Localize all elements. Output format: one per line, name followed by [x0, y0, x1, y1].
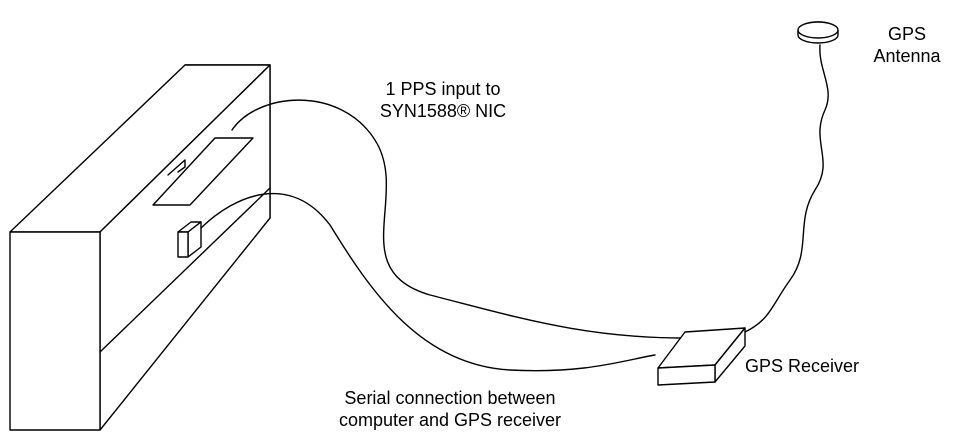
serial-label-line2: computer and GPS receiver: [338, 410, 562, 430]
pps-label-line2: SYN1588® NIC: [379, 101, 507, 121]
antenna-label-line2: Antenna: [873, 46, 941, 66]
gps-antenna-puck: [797, 21, 839, 44]
serial-label-line1: Serial connection between: [344, 388, 556, 408]
computer-panel-seam: [99, 187, 271, 353]
serial-connector-front: [177, 231, 189, 258]
gps-receiver-label: GPS Receiver: [745, 355, 915, 377]
serial-cable: [200, 192, 656, 372]
antenna-label-line1: GPS: [887, 24, 926, 44]
serial-port-connector: [177, 221, 202, 258]
gps-receiver-box: [657, 327, 746, 386]
receiver-label-text: GPS Receiver: [745, 356, 860, 376]
receiver-front-face: [657, 364, 716, 386]
nic-card-board: [152, 137, 254, 206]
gps-antenna-label: GPS Antenna: [852, 23, 962, 67]
pps-label-line1: 1 PPS input to: [385, 79, 501, 99]
nic-card: [152, 137, 254, 206]
antenna-cable: [744, 44, 829, 333]
serial-connection-label: Serial connection between computer and G…: [290, 387, 610, 431]
computer-case: [9, 64, 271, 431]
pps-input-label: 1 PPS input to SYN1588® NIC: [348, 78, 538, 122]
nic-card-bracket: [167, 159, 186, 176]
pps-cable: [231, 99, 701, 339]
computer-front-face: [9, 231, 101, 431]
antenna-top: [797, 21, 839, 39]
